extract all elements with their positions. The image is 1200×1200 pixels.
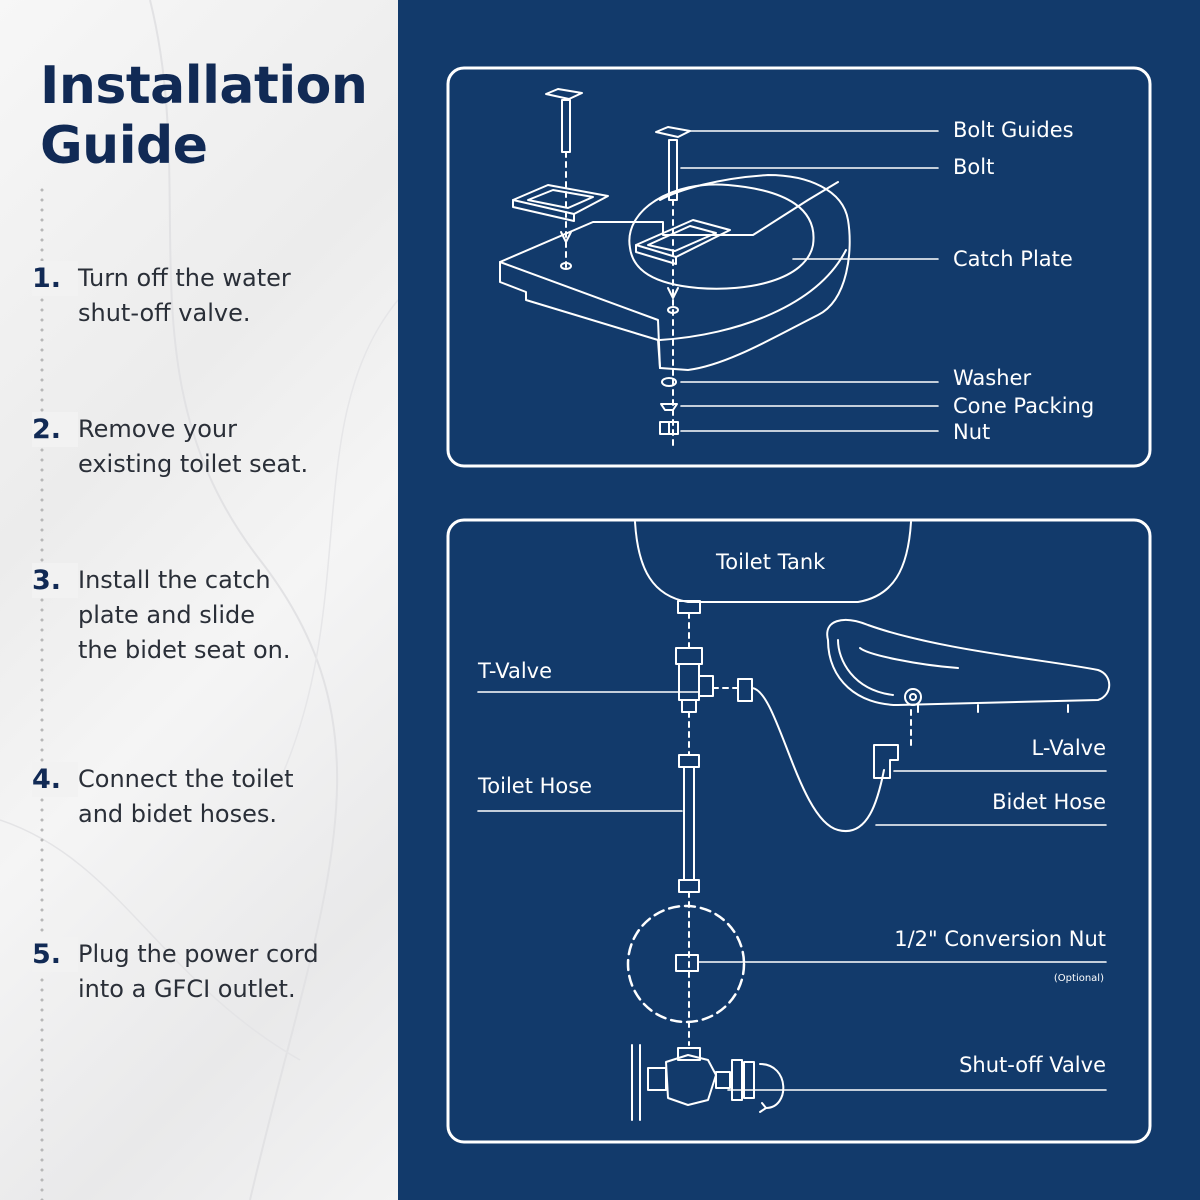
step-line: and bidet hoses. [78, 800, 278, 828]
toilet-hose [678, 754, 700, 893]
seat-diagram-box [446, 66, 1152, 468]
bidet-seat-illustration [826, 619, 1111, 713]
shutoff-valve-label: Shut-off Valve [959, 1053, 1106, 1077]
step-text: Connect the toilet and bidet hoses. [78, 762, 293, 832]
step-4: 4. Connect the toilet and bidet hoses. [32, 762, 392, 832]
title-line-1: Installation [40, 56, 368, 116]
seat-leader-lines [680, 130, 939, 432]
step-line: shut-off valve. [78, 299, 251, 327]
dotted-timeline [40, 185, 44, 1200]
t-valve-label: T-Valve [477, 659, 552, 683]
washer-label: Washer [953, 366, 1031, 390]
step-number: 2. [32, 412, 78, 447]
bidet-hose-label: Bidet Hose [992, 790, 1106, 814]
marble-texture [0, 0, 398, 1200]
l-valve-label: L-Valve [1032, 736, 1106, 760]
toilet-hose-label: Toilet Hose [477, 774, 592, 798]
catch-plate-label: Catch Plate [953, 247, 1073, 271]
bolt-markers [560, 231, 679, 314]
step-line: into a GFCI outlet. [78, 975, 296, 1003]
connection-axis-lines [688, 612, 912, 1046]
step-number: 5. [32, 937, 78, 972]
bidet-hose [751, 687, 885, 833]
shutoff-valve [631, 1044, 785, 1121]
bolts [561, 99, 678, 201]
step-text: Turn off the water shut-off valve. [78, 261, 291, 331]
bolt-label: Bolt [953, 155, 994, 179]
diagram-panel: Bolt Guides Bolt Catch Plate Washer Cone… [398, 0, 1200, 1200]
conversion-nut-icon [675, 954, 699, 972]
step-line: plate and slide [78, 601, 256, 629]
cone-packing-icon [660, 403, 678, 411]
step-text: Remove your existing toilet seat. [78, 412, 308, 482]
hose-diagram-box [446, 518, 1152, 1144]
instructions-panel: Installation Guide 1. Turn off the water… [0, 0, 398, 1200]
hose-leader-lines [477, 691, 1107, 1091]
bolt-axis-lines [565, 151, 674, 451]
step-line: existing toilet seat. [78, 450, 309, 478]
seat-illustration [499, 174, 851, 371]
step-3: 3. Install the catch plate and slide the… [32, 563, 392, 668]
step-number: 3. [32, 563, 78, 598]
washer-icon [661, 377, 677, 387]
step-line: Plug the power cord [78, 940, 319, 968]
step-2: 2. Remove your existing toilet seat. [32, 412, 392, 482]
bidet-hose-connector [737, 678, 753, 702]
toilet-tank-label: Toilet Tank [715, 550, 826, 574]
diagram-canvas: Bolt Guides Bolt Catch Plate Washer Cone… [446, 66, 1152, 1144]
step-line: Turn off the water [78, 264, 291, 292]
optional-note: (Optional) [1054, 973, 1104, 984]
l-valve [873, 744, 899, 779]
step-number: 1. [32, 261, 78, 296]
step-line: Remove your [78, 415, 237, 443]
nut-icon [659, 421, 679, 435]
title-line-2: Guide [40, 116, 208, 176]
step-5: 5. Plug the power cord into a GFCI outle… [32, 937, 392, 1007]
step-line: Connect the toilet [78, 765, 294, 793]
step-line: Install the catch [78, 566, 271, 594]
t-valve [675, 647, 714, 713]
toilet-tank [634, 521, 912, 603]
step-line: the bidet seat on. [78, 636, 291, 664]
bolt-guides-label: Bolt Guides [953, 118, 1074, 142]
step-text: Plug the power cord into a GFCI outlet. [78, 937, 319, 1007]
step-1: 1. Turn off the water shut-off valve. [32, 261, 392, 331]
conversion-nut-label: 1/2" Conversion Nut [894, 927, 1106, 951]
step-text: Install the catch plate and slide the bi… [78, 563, 291, 668]
page-title: Installation Guide [40, 56, 368, 176]
bolt-guides [545, 88, 691, 138]
cone-packing-label: Cone Packing [953, 394, 1094, 418]
step-number: 4. [32, 762, 78, 797]
nut-label: Nut [953, 420, 990, 444]
conversion-nut-detail-circle [626, 904, 746, 1024]
